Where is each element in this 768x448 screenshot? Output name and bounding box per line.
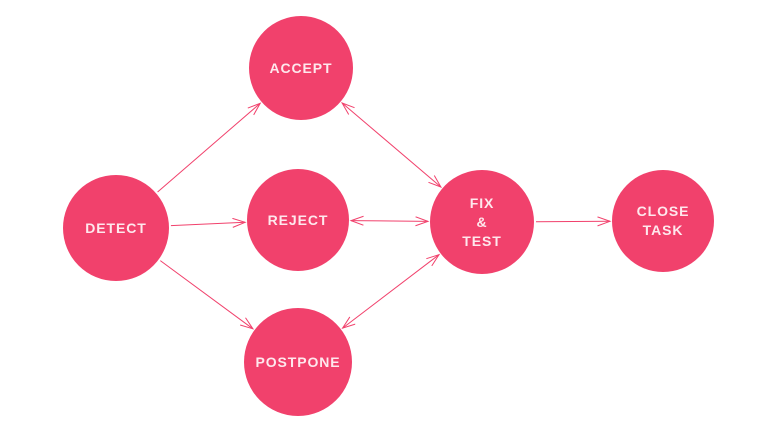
node-label-line: REJECT: [267, 211, 329, 228]
edge-reject-to-fix-test: [349, 215, 430, 227]
node-label-line: ACCEPT: [269, 59, 333, 76]
node-detect[interactable]: DETECT: [63, 175, 169, 281]
node-label-postpone: POSTPONE: [256, 353, 341, 372]
node-postpone[interactable]: POSTPONE: [244, 308, 352, 416]
edge-postpone-to-fix-test: [341, 253, 441, 329]
node-label-close-task: CLOSE TASK: [637, 202, 690, 240]
edge-detect-to-accept: [157, 102, 262, 193]
node-label-line: DETECT: [85, 219, 147, 236]
node-label-line: POSTPONE: [255, 353, 341, 370]
edge-accept-to-fix-test: [340, 102, 443, 188]
edge-detect-to-reject: [170, 217, 247, 228]
node-label-line: &: [476, 213, 488, 230]
node-fix-test[interactable]: FIX & TEST: [430, 170, 534, 274]
node-label-accept: ACCEPT: [270, 59, 333, 78]
node-accept[interactable]: ACCEPT: [249, 16, 353, 120]
node-close-task[interactable]: CLOSE TASK: [612, 170, 714, 272]
node-label-line: TEST: [462, 232, 502, 249]
edges-group: [157, 102, 612, 330]
node-label-reject: REJECT: [268, 211, 329, 230]
edge-detect-to-postpone: [160, 260, 255, 330]
node-label-detect: DETECT: [85, 219, 146, 238]
node-label-line: TASK: [642, 222, 684, 238]
node-label-line: FIX: [469, 194, 495, 211]
node-label-fix-test: FIX & TEST: [462, 194, 501, 251]
node-reject[interactable]: REJECT: [247, 169, 349, 271]
node-label-line: CLOSE: [636, 203, 690, 219]
